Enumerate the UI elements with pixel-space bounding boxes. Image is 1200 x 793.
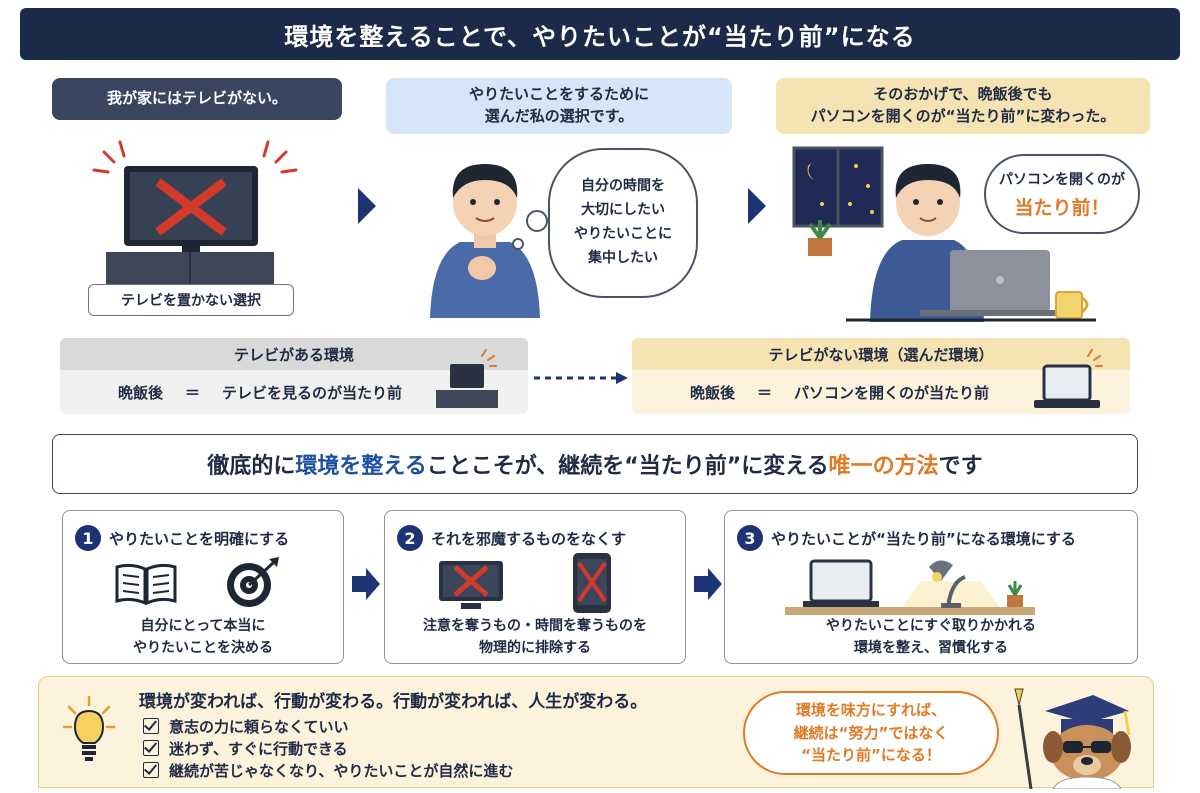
step-card-3: 3 やりたいことが“当たり前”になる環境にする やりたいことにすぐ取りかかれる … [724,510,1138,664]
phone-ban-icon [571,551,613,619]
equals-sign: ＝ [185,383,201,402]
thought-dot-large [526,210,548,232]
step-number: 3 [737,525,763,551]
equals-sign: ＝ [757,383,773,402]
step-title: やりたいことを明確にする [109,529,290,548]
check-item: 継続が苦じゃなくなり、やりたいことが自然に進む [143,759,513,781]
checkbox-icon [143,762,159,778]
target-icon [223,555,283,615]
step-desc-line: 物理的に排除する [479,640,591,657]
tv-ban-icon [435,557,507,617]
checkbox-icon [143,718,159,734]
step-desc-line: やりたいことにすぐ取りかかれる [825,618,1037,634]
boy-hand-on-chest [420,150,550,318]
step-card-2: 2 それを邪魔するものをなくす 注意を奪うもの・時間を奪うものを 物理的に排除す… [384,510,686,664]
page-title: 環境を整えることで、やりたいことが“当たり前”になる [20,8,1180,60]
step-title: それを邪魔するものをなくす [431,529,627,548]
boy-laptop-night [786,146,1096,322]
label-no-tv-choice: テレビを置かない選択 [88,284,294,316]
mascot-dog [1009,681,1149,793]
speech-bubble-result: パソコンを開くのが 当たり前！ [984,154,1140,234]
mascot-speech-bubble: 環境を味方にすれば、継続は“努力”ではなく“当たり前”になる！ [743,691,999,775]
thought-dot-small [512,238,524,250]
comparison-label: 晩飯後 [118,383,164,402]
book-icon [113,561,179,611]
key-message: 徹底的に環境を整えることこそが、継続を“当たり前”に変える唯一の方法です [52,434,1138,494]
step-desc-line: やりたいことを決める [133,640,273,657]
arrow-right-icon [350,568,380,604]
arrow-right-icon [358,188,376,224]
step-desc-line: 注意を奪うもの・時間を奪うものを [423,618,647,634]
step-number: 2 [397,525,423,551]
thought-bubble: 自分の時間を 大切にしたい やりたいことに 集中したい [548,148,698,298]
comparison-value: パソコンを開くのが当たり前 [794,383,990,402]
check-item: 意志の力に頼らなくていい [143,715,513,737]
bottom-panel: 環境が変われば、行動が変わる。行動が変われば、人生が変わる。 意志の力に頼らなく… [38,676,1154,790]
small-tv-icon [432,344,502,412]
bottom-headline: 環境が変われば、行動が変わる。行動が変われば、人生が変わる。 [139,692,648,712]
caption-result: そのおかげで、晩飯後でもパソコンを開くのが“当たり前”に変わった。 [776,78,1150,134]
lightbulb-icon [61,695,117,769]
arrow-right-icon [692,568,722,604]
dashed-arrow-icon [534,372,628,384]
check-item: 迷わず、すぐに行動できる [143,737,513,759]
step-card-1: 1 やりたいことを明確にする 自分にとって本当に やりたいことを決める [62,510,344,664]
step-desc-line: 自分にとって本当に [140,618,266,634]
checkbox-icon [143,740,159,756]
step-desc-line: 環境を整え、習慣化する [854,640,1008,657]
desk-lamp-laptop [781,551,1041,621]
caption-my-choice: やりたいことをするために選んだ私の選択です。 [386,78,732,134]
step-number: 1 [75,525,101,551]
step-title: やりたいことが“当たり前”になる環境にする [771,529,1076,548]
laptop-icon [1030,344,1108,414]
tv-crossed-icon [90,140,300,290]
comparison-value: テレビを見るのが当たり前 [222,383,403,402]
comparison-with-tv-header: テレビがある環境 [60,338,528,370]
comparison-label: 晩飯後 [690,383,736,402]
checklist: 意志の力に頼らなくていい 迷わず、すぐに行動できる 継続が苦じゃなくなり、やりた… [143,715,513,781]
arrow-right-icon [748,188,766,224]
caption-no-tv: 我が家にはテレビがない。 [52,78,342,120]
